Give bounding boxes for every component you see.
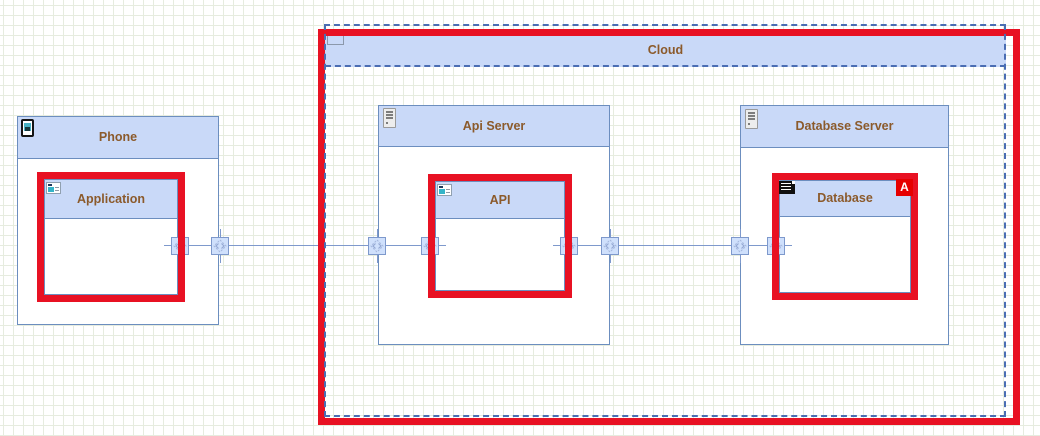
node-api-label: API: [489, 193, 511, 207]
edge-application-api[interactable]: [164, 245, 446, 246]
app-window-icon: [46, 182, 61, 194]
connection-port-icon[interactable]: [211, 237, 229, 255]
node-api-server-header[interactable]: Api Server: [379, 106, 609, 147]
node-cloud-label: Cloud: [647, 43, 684, 57]
database-a-badge: A: [896, 179, 913, 196]
tower-server-icon: [745, 109, 758, 129]
storage-disk-icon: [779, 181, 795, 194]
node-phone-label: Phone: [98, 130, 138, 144]
node-phone-header[interactable]: Phone: [18, 117, 218, 159]
node-phone[interactable]: Phone: [17, 116, 219, 325]
node-api-server-label: Api Server: [462, 119, 526, 133]
node-database-label: Database: [817, 191, 873, 205]
node-application-header[interactable]: Application: [45, 180, 177, 219]
connection-port-icon[interactable]: [731, 237, 749, 255]
highlight-cloud: [318, 29, 1020, 425]
highlight-database: [772, 173, 918, 300]
highlight-application: [37, 172, 185, 302]
node-database[interactable]: Database: [779, 180, 911, 293]
node-database-server-label: Database Server: [795, 119, 894, 133]
smartphone-icon: [21, 119, 34, 137]
node-api[interactable]: API: [435, 181, 565, 291]
node-database-server-header[interactable]: Database Server: [741, 106, 948, 148]
node-database-header[interactable]: Database: [780, 181, 910, 217]
node-cloud[interactable]: Cloud: [325, 36, 1006, 67]
app-window-icon: [437, 184, 452, 196]
connection-port-icon[interactable]: [601, 237, 619, 255]
highlight-api: [428, 174, 572, 298]
tower-server-icon: [383, 108, 396, 128]
node-application-label: Application: [76, 192, 146, 206]
node-api-header[interactable]: API: [436, 182, 564, 219]
edge-api-database[interactable]: [553, 245, 792, 246]
connection-port-icon[interactable]: [368, 237, 386, 255]
node-application[interactable]: Application: [44, 179, 178, 295]
